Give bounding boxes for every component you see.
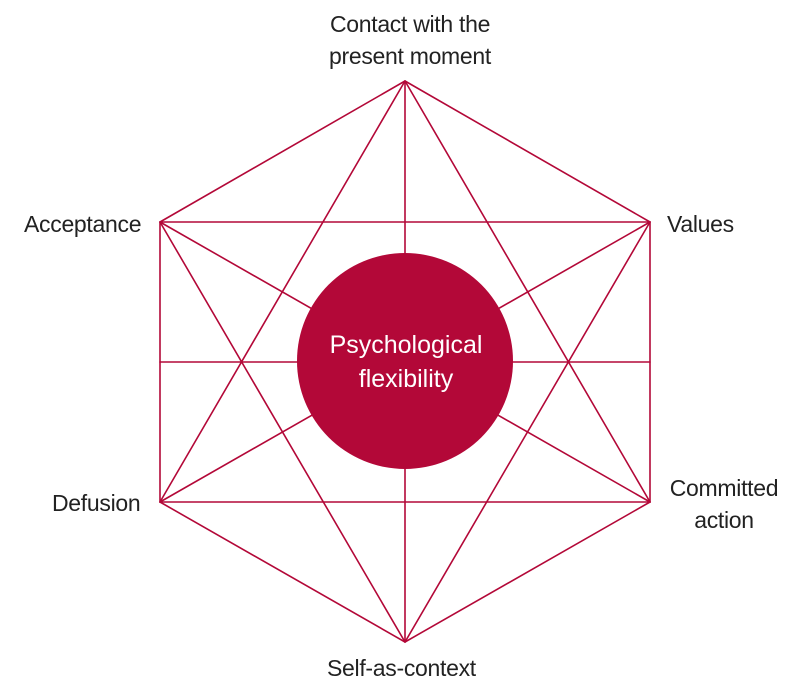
- node-label-committed-line2: action: [694, 507, 754, 533]
- hex-edge: [159, 501, 406, 643]
- center-label-line1: Psychological: [329, 331, 483, 359]
- node-label-contact: Contact with the present moment: [320, 8, 500, 72]
- node-label-self-as-context: Self-as-context: [327, 655, 476, 681]
- node-label-committed-line1: Committed: [669, 475, 779, 501]
- hex-edge: [404, 501, 651, 643]
- hex-edge: [404, 80, 651, 223]
- node-label-contact-line2: present moment: [329, 43, 491, 69]
- center-label: Psychological flexibility: [296, 328, 516, 396]
- node-label-values: Values: [667, 211, 734, 237]
- node-label-committed-action: Committed action: [664, 472, 784, 536]
- node-label-defusion: Defusion: [52, 490, 141, 516]
- center-circle: [297, 253, 513, 469]
- center-label-line2: flexibility: [358, 365, 454, 393]
- node-label-contact-line1: Contact with the: [329, 11, 491, 37]
- hex-edge: [159, 80, 406, 223]
- node-label-acceptance: Acceptance: [24, 211, 142, 237]
